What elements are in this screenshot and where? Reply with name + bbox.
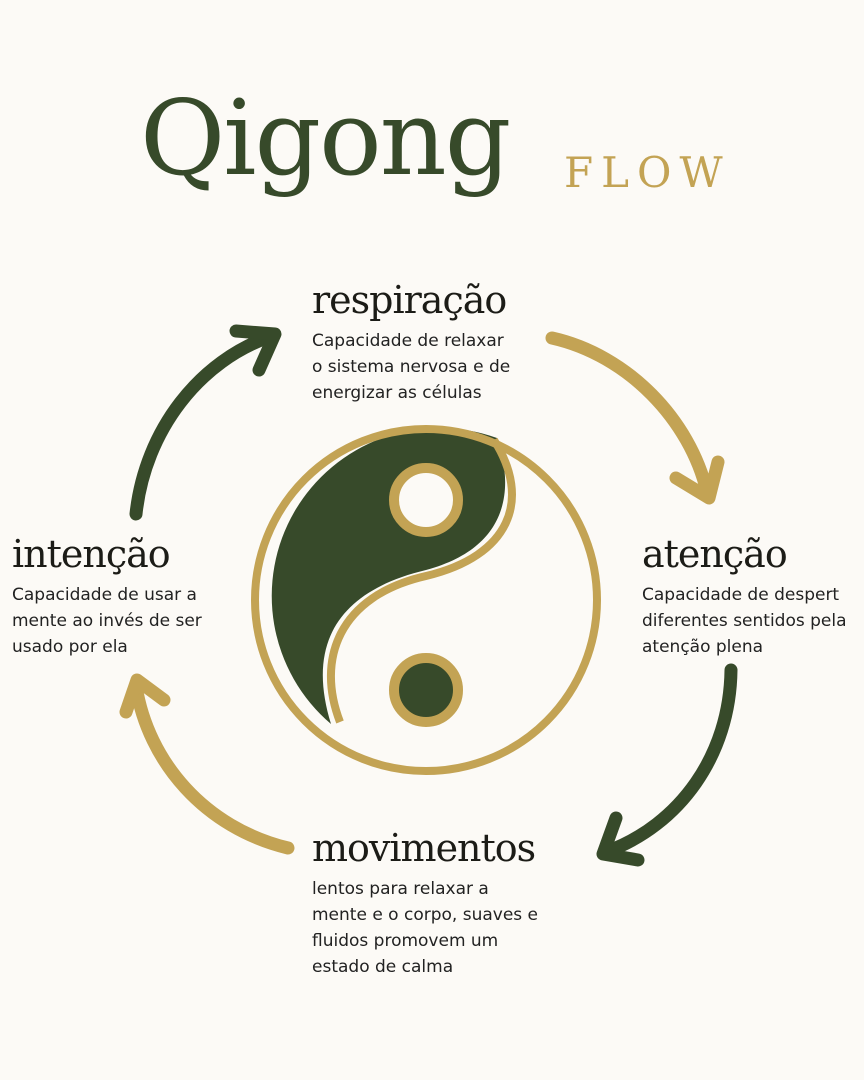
node-movimentos: movimentos lentos para relaxar a mente e… bbox=[312, 826, 582, 980]
arrow-bottom-left-icon bbox=[119, 673, 295, 855]
page-title: Qigong bbox=[140, 77, 511, 199]
node-atencao: atenção Capacidade de despert diferentes… bbox=[642, 532, 864, 660]
arrow-top-left-icon bbox=[129, 324, 282, 521]
node-title: movimentos bbox=[312, 826, 536, 870]
node-intencao: intenção Capacidade de usar a mente ao i… bbox=[12, 532, 242, 660]
node-description: Capacidade de usar a mente ao invés de s… bbox=[12, 584, 202, 657]
node-description: Capacidade de relaxar o sistema nervosa … bbox=[312, 330, 511, 403]
yin-yang-icon bbox=[251, 425, 601, 775]
node-title: intenção bbox=[12, 532, 171, 576]
arrow-top-right-icon bbox=[545, 331, 725, 505]
node-title: respiração bbox=[312, 278, 507, 322]
node-title: atenção bbox=[642, 532, 788, 576]
node-description: Capacidade de despert diferentes sentido… bbox=[642, 584, 847, 657]
node-description: lentos para relaxar a mente e o corpo, s… bbox=[312, 878, 539, 977]
node-respiracao: respiração Capacidade de relaxar o siste… bbox=[312, 278, 572, 406]
arrow-bottom-right-icon bbox=[596, 663, 738, 867]
page-subtitle: FLOW bbox=[564, 148, 731, 197]
